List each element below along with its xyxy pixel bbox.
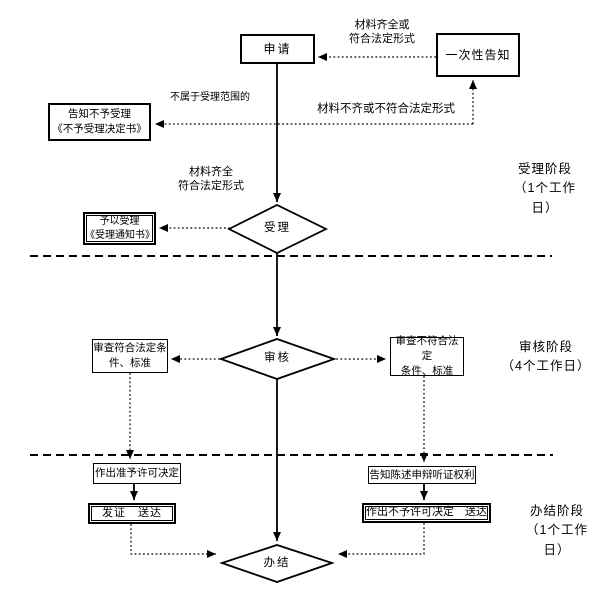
edge-issue-to-finish: [130, 524, 216, 558]
accept-notice-box: 予以受理 《受理通知书》: [83, 212, 156, 245]
label-materials-incomplete: 材料不齐或不符合法定形式: [317, 103, 455, 115]
notify-rights-box: 告知陈述申辩听证权利: [368, 466, 476, 484]
grant-decision-box: 作出准予许可决定: [93, 463, 181, 484]
issue-deliver-box: 发证 送达: [88, 503, 176, 524]
review-fail-box: 审查不符合法定 条件、标准: [390, 335, 464, 377]
review-diamond-shape: [218, 338, 337, 380]
stage-review-label: 审核阶段 （4个工作日）: [501, 340, 591, 374]
accept-diamond-label: 受理: [264, 222, 291, 235]
edge-deny-to-finish: [338, 523, 425, 558]
stage-finish-label: 办结阶段 （1个工作 日）: [526, 504, 588, 557]
review-pass-box: 审查符合法定条 件、标准: [92, 339, 168, 373]
finish-diamond-label: 办结: [263, 556, 291, 569]
apply-box: 申请: [240, 34, 315, 64]
review-diamond-label: 审核: [264, 352, 291, 365]
one-time-notice-box: 一次性告知: [436, 33, 520, 77]
accept-diamond-shape: [226, 203, 329, 255]
reject-notice-box: 告知不予受理 《不予受理决定书》: [48, 103, 151, 141]
finish-diamond-shape: [219, 544, 335, 583]
label-materials-complete-mid: 材料齐全 符合法定形式: [178, 166, 244, 192]
label-out-of-scope: 不属于受理范围的: [170, 92, 250, 103]
label-materials-complete-top: 材料齐全或 符合法定形式: [349, 19, 415, 45]
stage-accept-label: 受理阶段 （1个工作 日）: [514, 162, 576, 215]
deny-decision-box: 作出不予许可决定 送达: [362, 503, 491, 523]
